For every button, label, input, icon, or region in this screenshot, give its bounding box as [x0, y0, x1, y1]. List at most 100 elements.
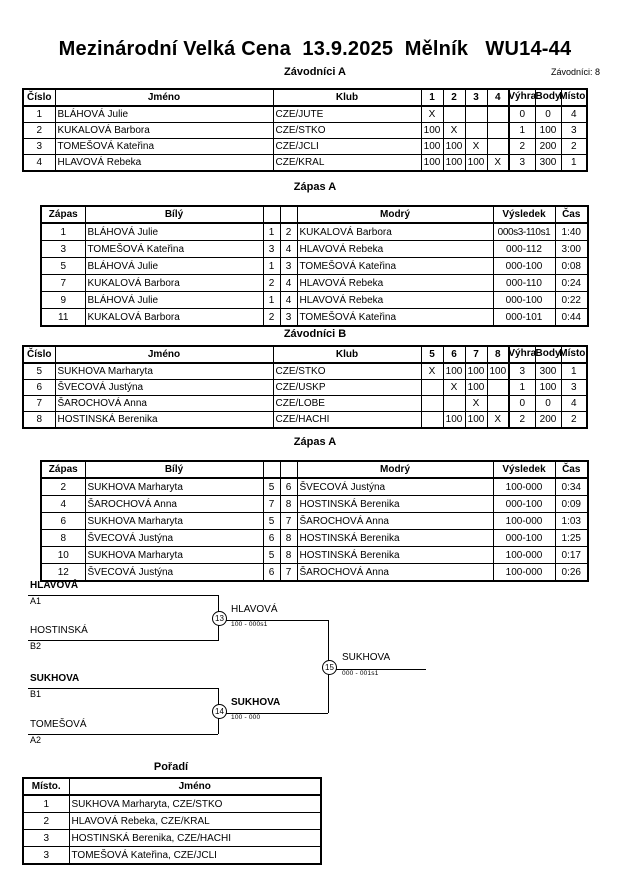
place-value: 4: [560, 105, 588, 123]
white-number: 1: [262, 291, 281, 309]
bracket-rail-1: [28, 595, 218, 596]
competitor-club: CZE/HACHI: [272, 411, 422, 429]
competitor-club: CZE/JUTE: [272, 105, 422, 123]
blue-number: 7: [279, 512, 298, 530]
rank-place: 3: [22, 846, 70, 865]
competitor-number: 1: [22, 105, 56, 123]
col-blue-number: [279, 460, 298, 479]
cross-result-cell: 100: [420, 154, 444, 172]
match-number: 9: [40, 291, 86, 309]
cross-result-cell: [486, 105, 510, 123]
cross-result-cell: [486, 122, 510, 139]
col-points-label: Body: [535, 91, 561, 102]
match-result: 000-100: [492, 257, 556, 275]
ranking-header-row: Místo. Jméno: [22, 777, 322, 796]
blue-number: 3: [279, 308, 298, 327]
col-place-label: Místo.: [559, 348, 589, 359]
col-cross-4: 4: [486, 88, 510, 107]
col-match: Zápas: [40, 205, 86, 224]
col-cross-2: 2: [442, 88, 466, 107]
white-competitor: SUKHOVA Marharyta: [84, 546, 264, 564]
blue-competitor: HOSTINSKÁ Berenika: [296, 495, 494, 513]
competitor-number: 5: [22, 362, 56, 380]
col-name: Jméno: [54, 88, 274, 107]
match-number: 4: [40, 495, 86, 513]
white-competitor: BLÁHOVÁ Julie: [84, 257, 264, 275]
col-result: Výsledek: [492, 205, 556, 224]
wins-value: 0: [508, 395, 536, 412]
wins-value: 0: [508, 105, 536, 123]
cross-result-cell: 100: [464, 362, 488, 380]
white-competitor: BLÁHOVÁ Julie: [84, 291, 264, 309]
match-number: 3: [40, 240, 86, 258]
match-time: 1:03: [554, 512, 589, 530]
cross-result-cell: 100: [442, 138, 466, 155]
blue-number: 7: [279, 563, 298, 582]
white-competitor: BLÁHOVÁ Julie: [84, 222, 264, 241]
cross-result-cell: 100: [442, 362, 466, 380]
blue-number: 6: [279, 477, 298, 496]
match-result: 100-000: [492, 563, 556, 582]
bracket-score-14: 100 - 000: [231, 714, 261, 721]
bracket-score-13: 100 - 000s1: [231, 621, 268, 628]
cross-result-cell: 100: [442, 411, 466, 429]
col-place: Místo.: [559, 88, 588, 107]
cross-result-cell: X: [464, 395, 488, 412]
place-value: 2: [560, 138, 588, 155]
blue-competitor: ŠAROCHOVÁ Anna: [296, 563, 494, 582]
bracket-entry-name-3: SUKHOVA: [30, 673, 80, 684]
rank-name: TOMEŠOVÁ Kateřina, CZE/JCLI: [68, 846, 322, 865]
cross-result-cell: X: [486, 154, 510, 172]
white-competitor: KUKALOVÁ Barbora: [84, 274, 264, 292]
place-value: 3: [560, 122, 588, 139]
match-time: 0:08: [554, 257, 589, 275]
white-number: 5: [262, 546, 281, 564]
bracket-rail-14: [226, 713, 328, 714]
col-blue: Modrý: [296, 460, 494, 479]
bracket-entry-seed-2: B2: [30, 641, 42, 651]
match-time: 0:22: [554, 291, 589, 309]
match-number: 11: [40, 308, 86, 327]
match-time: 0:09: [554, 495, 589, 513]
cross-result-cell: 100: [442, 154, 466, 172]
match-result: 000-110: [492, 274, 556, 292]
competitor-club: CZE/LOBE: [272, 395, 422, 412]
white-number: 1: [262, 222, 281, 241]
match-result: 100-000: [492, 546, 556, 564]
blue-number: 4: [279, 274, 298, 292]
col-name: Jméno: [68, 777, 322, 796]
cross-result-cell: 100: [464, 411, 488, 429]
blue-competitor: HLAVOVÁ Rebeka: [296, 240, 494, 258]
blue-competitor: ŠVECOVÁ Justýna: [296, 477, 494, 496]
col-white-number: [262, 460, 281, 479]
cross-result-cell: 100: [420, 122, 444, 139]
col-place: Místo.: [22, 777, 70, 796]
blue-competitor: HLAVOVÁ Rebeka: [296, 274, 494, 292]
white-number: 6: [262, 563, 281, 582]
wins-value: 2: [508, 411, 536, 429]
bracket-node-15: 15: [322, 660, 337, 675]
match-result: 000-101: [492, 308, 556, 327]
place-value: 2: [560, 411, 588, 429]
subtitle-row: Závodníci A Závodníci: 8: [22, 66, 608, 80]
cross-result-cell: [420, 395, 444, 412]
col-result: Výsledek: [492, 460, 556, 479]
cross-result-cell: [486, 138, 510, 155]
white-number: 6: [262, 529, 281, 547]
points-value: 200: [534, 411, 562, 429]
group-a-subtitle: Závodníci A: [284, 66, 346, 78]
blue-number: 3: [279, 257, 298, 275]
